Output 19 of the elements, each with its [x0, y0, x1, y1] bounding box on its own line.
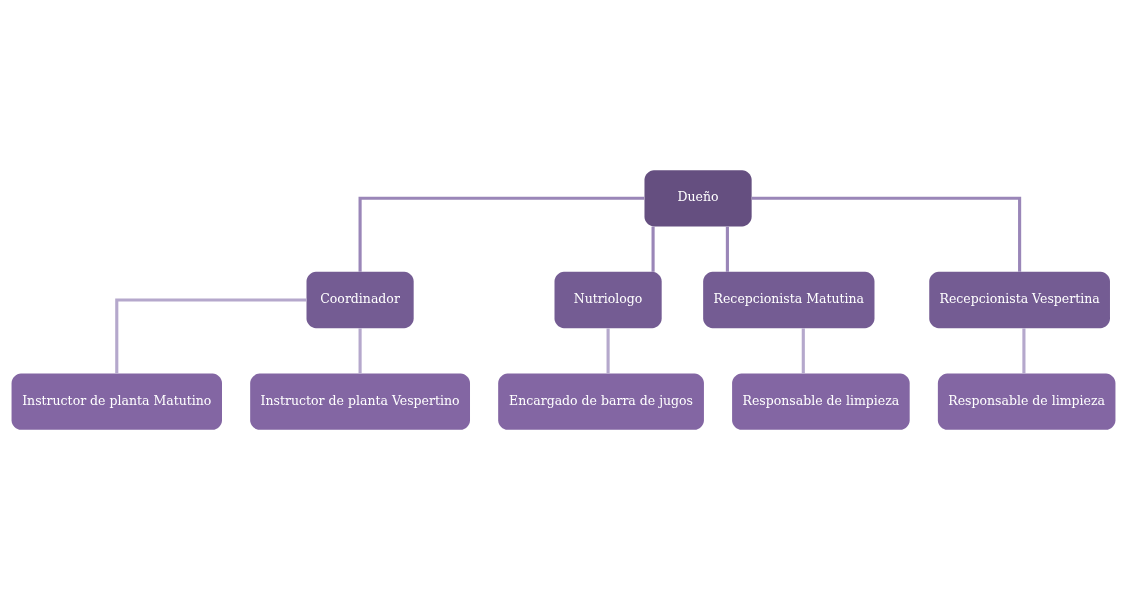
connector	[651, 226, 655, 272]
connector	[115, 298, 307, 374]
connector	[1022, 328, 1026, 374]
node-box: Instructor de planta Vespertino	[250, 373, 470, 430]
node-box: Responsable de limpieza	[732, 373, 910, 430]
node-box: Instructor de planta Matutino	[11, 373, 222, 430]
connector	[801, 328, 805, 374]
node-box: Nutriologo	[554, 271, 662, 329]
node-box: Recepcionista Matutina	[703, 271, 875, 329]
node-box: Encargado de barra de jugos	[498, 373, 704, 430]
node-box: Coordinador	[306, 271, 414, 329]
node-box: Recepcionista Vespertina	[929, 271, 1110, 329]
connector	[358, 196, 645, 272]
connector	[606, 328, 610, 374]
node-box: Dueño	[644, 170, 752, 227]
connector	[358, 328, 362, 374]
connector	[751, 196, 1022, 272]
connector	[725, 226, 729, 272]
node-box: Responsable de limpieza	[937, 373, 1116, 430]
